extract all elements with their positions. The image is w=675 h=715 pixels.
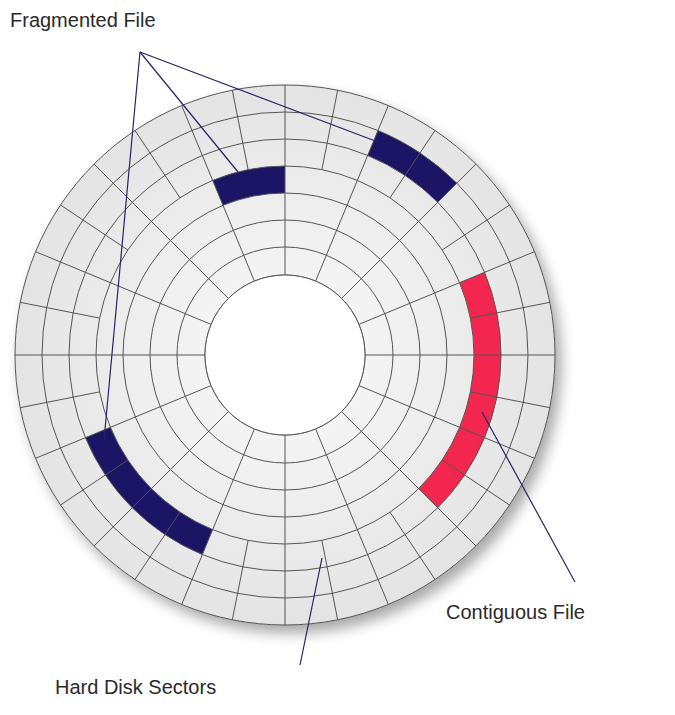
contiguous-block (419, 272, 501, 507)
contiguous-label: Contiguous File (446, 600, 585, 624)
track-lines (15, 85, 555, 625)
fragmented-label: Fragmented File (10, 8, 156, 32)
sectors-label: Hard Disk Sectors (55, 675, 216, 699)
leader-lines (104, 52, 575, 665)
fragment-block (368, 130, 457, 202)
platter (15, 85, 555, 625)
fragment-block (213, 166, 285, 205)
spindle-hole (205, 275, 365, 435)
